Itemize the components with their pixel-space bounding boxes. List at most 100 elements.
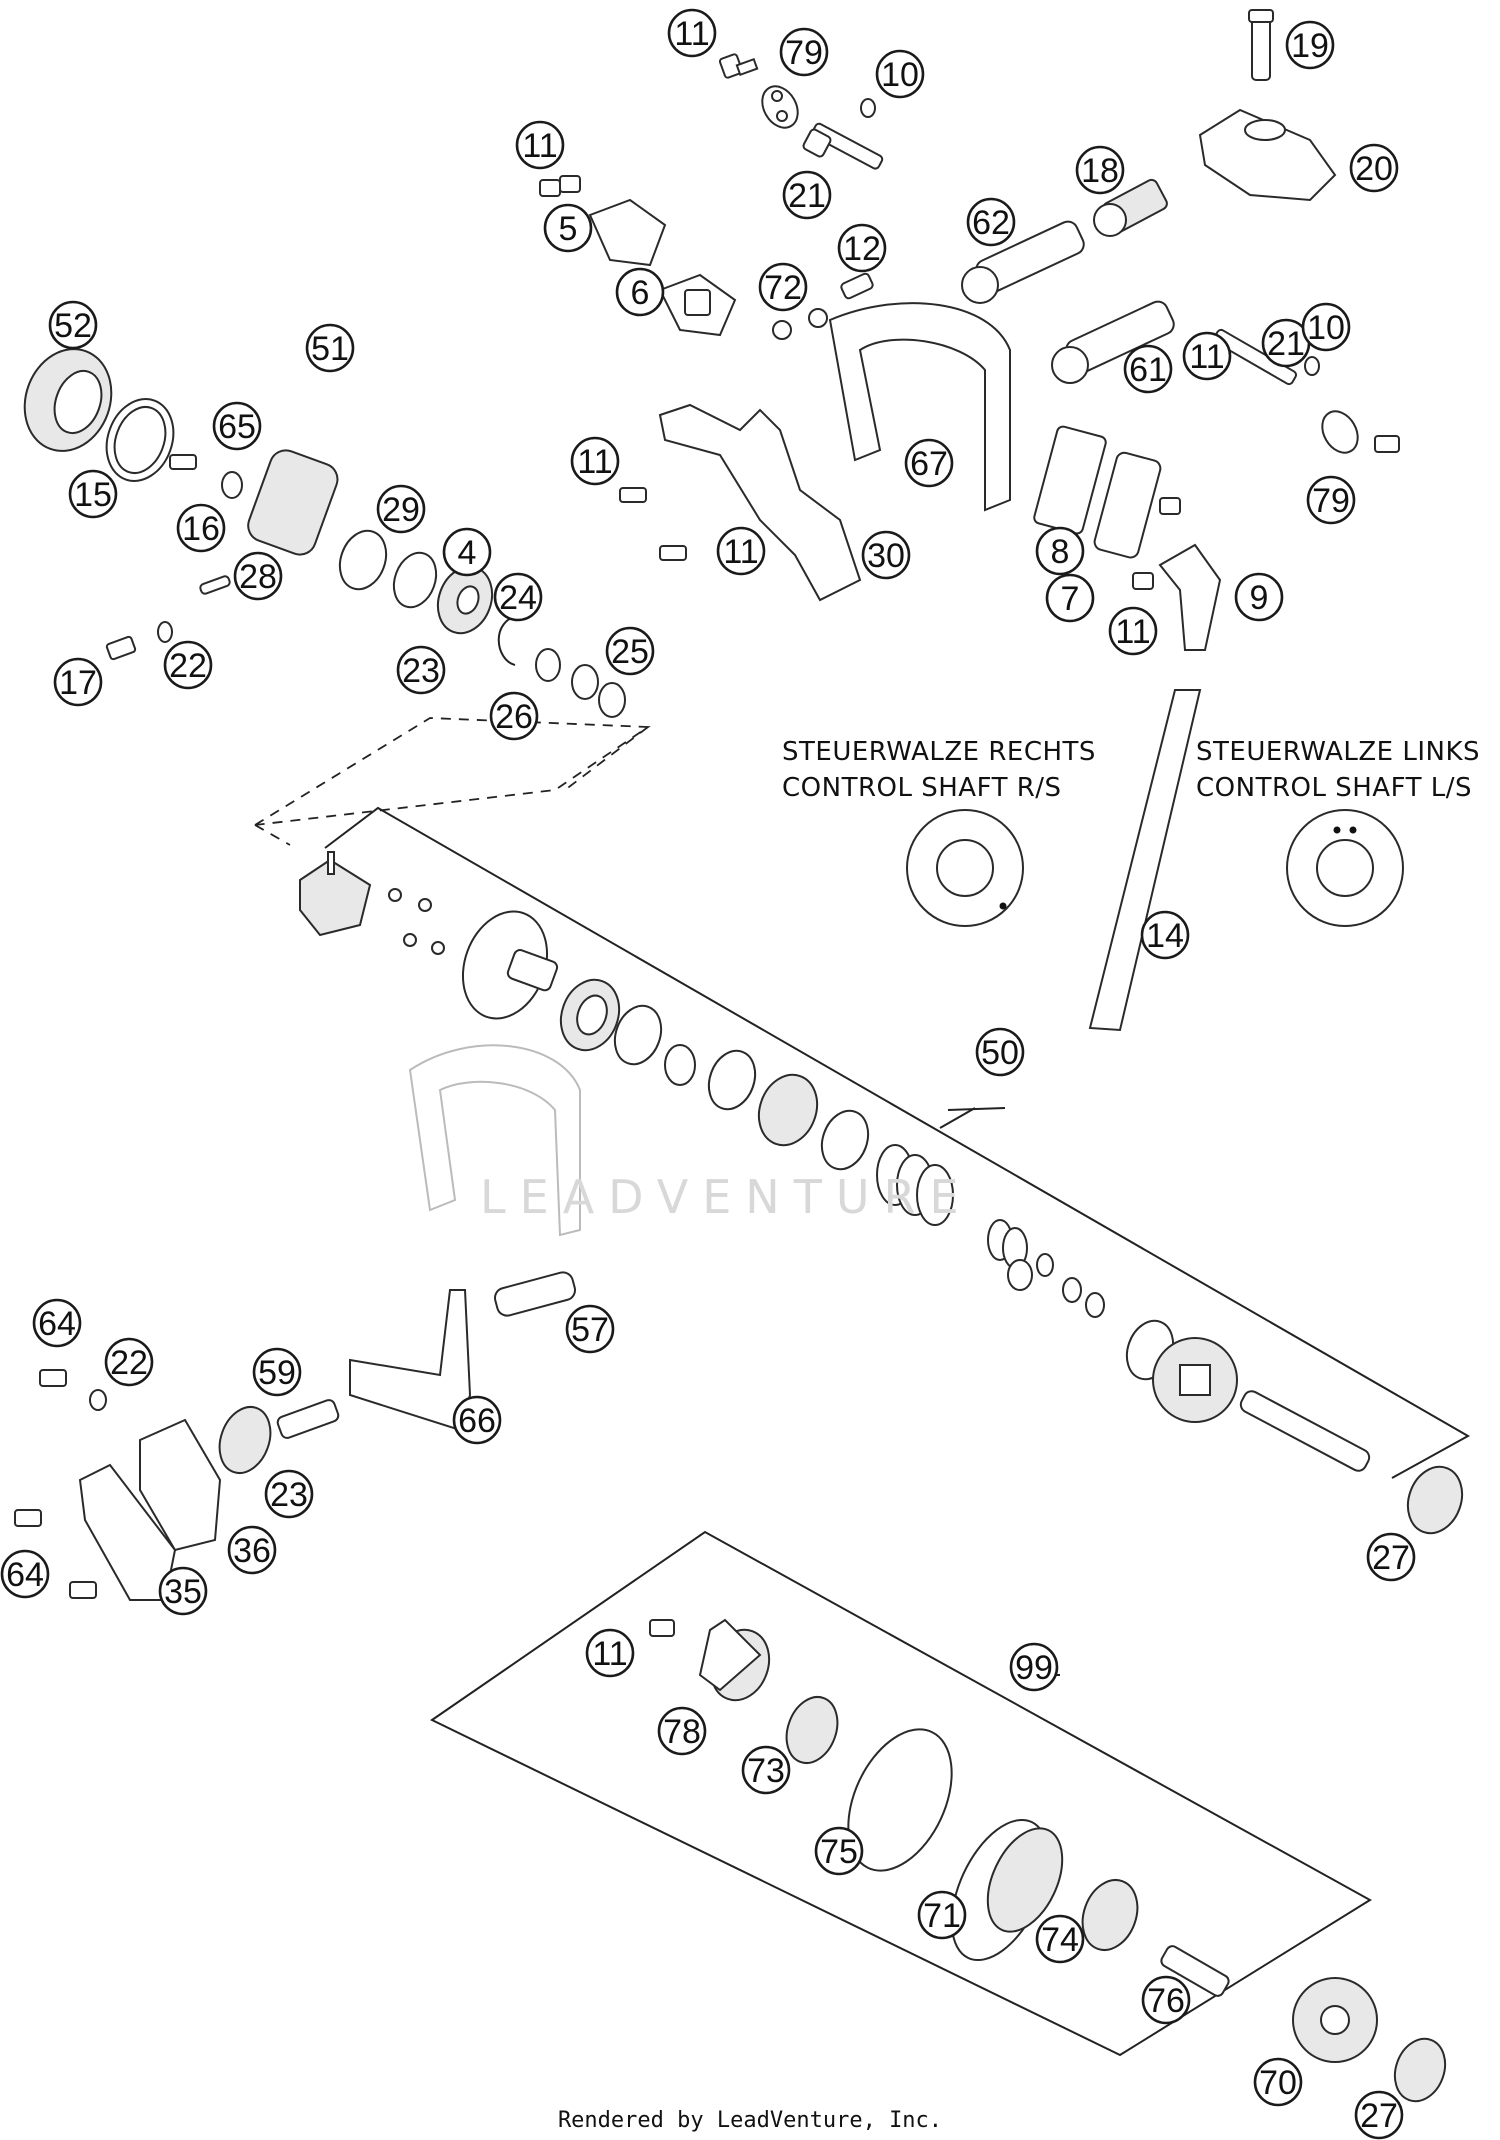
callout-label: 57 (571, 1311, 609, 1349)
callout-29: 29 (376, 484, 426, 534)
washer-shaft-3 (820, 1109, 870, 1171)
callout-label: 52 (54, 307, 92, 345)
callout-label: 22 (110, 1344, 148, 1382)
callout-label: 64 (6, 1556, 44, 1594)
callout-24: 24 (493, 572, 543, 622)
callout-label: 11 (1189, 338, 1224, 376)
pin-12 (840, 272, 874, 300)
callout-label: 11 (723, 533, 758, 571)
washers-shaft-2 (664, 1044, 757, 1111)
callout-label: 99 (1015, 1649, 1053, 1687)
shaft-57 (493, 1271, 577, 1317)
callout-22: 22 (163, 640, 213, 690)
dashed-group-outline (254, 717, 651, 846)
spring-small (987, 1219, 1028, 1269)
callout-11: 11 (515, 120, 565, 170)
callout-20: 20 (1349, 143, 1399, 193)
shaft-assembly-frame (324, 806, 1471, 1479)
elbow-9 (1158, 543, 1222, 651)
housing-71 (950, 1818, 1064, 1962)
hose-14 (1088, 689, 1202, 1032)
pin-19 (1248, 9, 1274, 81)
note-right-en: CONTROL SHAFT R/S (782, 773, 1062, 803)
callout-10: 10 (1301, 302, 1351, 352)
callout-27: 27 (1354, 2090, 1404, 2140)
o-ring-75 (847, 1728, 953, 1872)
callout-label: 12 (843, 230, 881, 268)
pin-28 (199, 575, 231, 595)
callout-36: 36 (227, 1525, 277, 1575)
o-ring-10-right (1304, 356, 1320, 376)
callout-label: 18 (1081, 152, 1119, 190)
bolt-17 (105, 635, 137, 661)
callout-label: 17 (59, 664, 97, 702)
callout-19: 19 (1285, 20, 1335, 70)
shaft-21-top (802, 122, 884, 170)
callout-71: 71 (917, 1890, 967, 1940)
callout-70: 70 (1253, 2057, 1303, 2107)
callout-label: 16 (182, 510, 220, 548)
callout-4: 4 (442, 527, 492, 577)
washer-shaft-1 (613, 1004, 663, 1066)
callout-label: 73 (747, 1752, 785, 1790)
bearing-27-upper (1406, 1465, 1464, 1535)
callout-label: 11 (592, 1635, 627, 1673)
callout-label: 10 (881, 56, 919, 94)
callout-66: 66 (452, 1395, 502, 1445)
washer-79-right (1321, 410, 1359, 454)
lever-66 (349, 1289, 472, 1432)
callout-label: 79 (785, 34, 823, 72)
callout-11: 11 (570, 436, 620, 486)
callout-label: 20 (1355, 150, 1393, 188)
callout-15: 15 (68, 469, 118, 519)
callout-76: 76 (1141, 1975, 1191, 2025)
callout-label: 4 (458, 534, 477, 572)
callout-label: 14 (1146, 917, 1184, 955)
callout-11: 11 (1182, 331, 1232, 381)
gasket-6 (658, 273, 737, 337)
callout-9: 9 (1234, 572, 1284, 622)
pin-59 (276, 1399, 340, 1439)
gear-18 (1093, 178, 1168, 237)
callout-5: 5 (543, 203, 593, 253)
callout-label: 7 (1061, 580, 1080, 618)
callout-label: 64 (38, 1305, 76, 1343)
needle-bearing-2 (757, 1073, 819, 1147)
callout-label: 21 (1267, 325, 1305, 363)
callout-label: 8 (1051, 533, 1070, 571)
callout-label: 5 (559, 210, 578, 248)
callout-label: 30 (867, 537, 905, 575)
needle-bearing-1 (559, 978, 621, 1052)
callout-61: 61 (1123, 344, 1173, 394)
callout-73: 73 (741, 1745, 791, 1795)
callout-67: 67 (904, 438, 954, 488)
callout-label: 28 (239, 558, 277, 596)
control-shaft-gear-left (1286, 809, 1404, 927)
lever-30 (658, 403, 862, 602)
callout-label: 35 (164, 1573, 202, 1611)
callout-22: 22 (104, 1337, 154, 1387)
callout-30: 30 (861, 530, 911, 580)
washers-25-26 (535, 648, 626, 718)
bolts-64 (14, 1369, 97, 1599)
spring-large (876, 1144, 954, 1226)
callout-64: 64 (0, 1549, 50, 1599)
callout-75: 75 (814, 1826, 864, 1876)
callout-label: 75 (820, 1833, 858, 1871)
callout-label: 26 (495, 698, 533, 736)
shaft-61 (1051, 300, 1175, 384)
callout-17: 17 (53, 657, 103, 707)
callout-label: 72 (764, 269, 802, 307)
callout-label: 65 (218, 408, 256, 446)
callout-16: 16 (176, 503, 226, 553)
callout-label: 10 (1307, 309, 1345, 347)
comb-plate-67 (828, 302, 1011, 512)
shaft-rod (1239, 1390, 1371, 1472)
callout-label: 59 (258, 1354, 296, 1392)
callout-label: 67 (910, 445, 948, 483)
sleeve-51 (247, 449, 339, 556)
note-right-de: STEUERWALZE RECHTS (782, 737, 1096, 767)
bolts-11-left (539, 175, 581, 197)
